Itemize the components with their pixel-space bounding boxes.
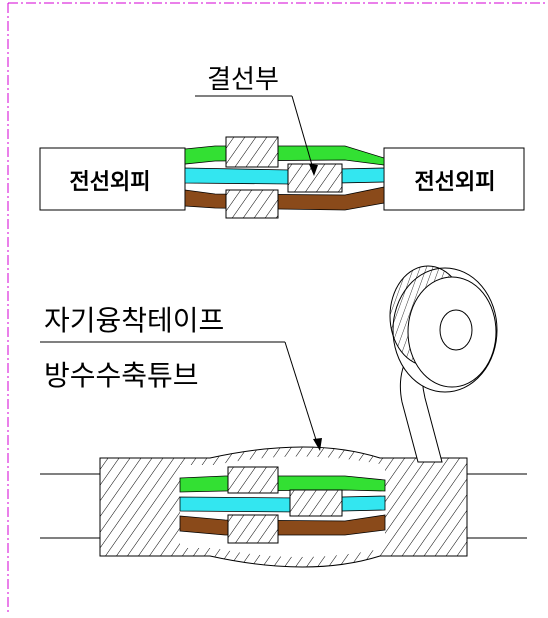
bottom-splice-view: 자기융착테이프 방수수축튜브	[40, 265, 527, 568]
tube-label: 방수수축튜브	[44, 359, 199, 392]
top-splice-view: 결선부 전선외피 전선외피	[39, 65, 525, 219]
right-sheath	[383, 147, 525, 211]
splice-arrowhead	[309, 164, 318, 176]
left-sheath	[39, 147, 186, 211]
green-wire	[184, 145, 385, 166]
sheath-right-label: 전선외피	[415, 170, 496, 195]
cyan-wire	[184, 167, 385, 185]
brown-wire	[184, 186, 385, 211]
drawing-border	[7, 2, 545, 615]
tube-arrowhead	[313, 438, 322, 451]
tube-leader	[284, 341, 319, 447]
splice-leader	[291, 95, 315, 173]
tape-roll	[389, 265, 498, 393]
tape-label: 자기융착테이프	[44, 304, 224, 337]
splice-label: 결선부	[207, 65, 279, 95]
sheath-left-label: 전선외피	[70, 170, 151, 195]
